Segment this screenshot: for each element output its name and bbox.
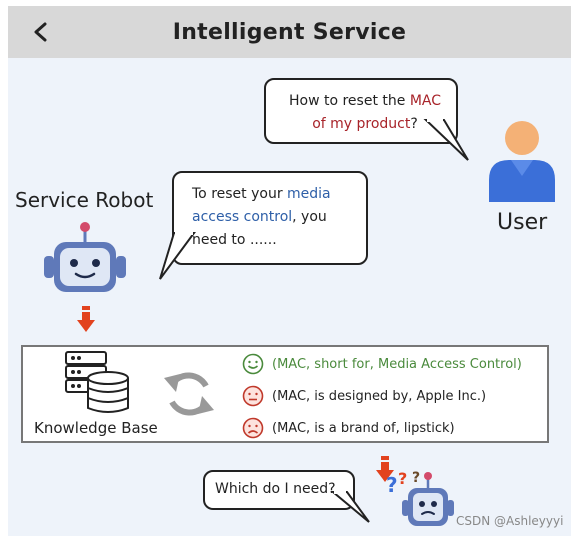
bubble-tail xyxy=(159,231,196,280)
chevron-left-icon xyxy=(34,22,47,42)
question-highlight: MAC xyxy=(409,93,442,109)
page-title: Intelligent Service xyxy=(172,19,407,45)
knowledge-base-label: Knowledge Base xyxy=(34,419,158,437)
triple-neutral: (MAC, is designed by, Apple Inc.) xyxy=(242,385,486,407)
reply-line-3: need to ...... xyxy=(192,232,277,248)
back-button[interactable] xyxy=(24,16,56,48)
happy-face-icon xyxy=(242,353,264,375)
robot-label: Service Robot xyxy=(15,188,154,212)
database-server-icon xyxy=(65,351,129,413)
robot-icon xyxy=(44,222,126,292)
reply-text: To reset your xyxy=(192,186,288,202)
user-label: User xyxy=(497,210,548,235)
confused-question-bubble: Which do I need? xyxy=(203,470,370,523)
question-text: How to reset the xyxy=(288,93,410,109)
user-icon xyxy=(489,121,555,202)
svg-text:?: ? xyxy=(386,473,398,497)
watermark-text: CSDN @Ashleyyyi xyxy=(456,514,564,528)
down-arrow-icon xyxy=(77,306,95,332)
triple-happy: (MAC, short for, Media Access Control) xyxy=(242,353,522,375)
triple-text: (MAC, is a brand of, lipstick) xyxy=(272,420,455,436)
svg-text:?: ? xyxy=(398,470,407,488)
down-arrow-icon xyxy=(376,456,394,482)
knowledge-base-panel xyxy=(21,345,549,443)
confused-robot-icon: ? ? ? xyxy=(386,470,454,526)
triple-text: (MAC, is designed by, Apple Inc.) xyxy=(272,388,487,404)
triple-text: (MAC, short for, Media Access Control) xyxy=(272,356,522,372)
header-bar: Intelligent Service xyxy=(8,6,571,58)
user-question-bubble: How to reset the MAC of my product? xyxy=(264,78,469,161)
confused-text: Which do I need? xyxy=(215,481,336,497)
bubble-tail xyxy=(330,490,370,523)
refresh-cycle-icon xyxy=(164,372,214,416)
svg-text:?: ? xyxy=(412,470,420,486)
sad-face-icon xyxy=(242,417,264,439)
neutral-face-icon xyxy=(242,385,264,407)
reply-mid: , you xyxy=(292,209,327,225)
reply-highlight-2: access control xyxy=(192,209,293,225)
bubble-tail xyxy=(423,118,469,161)
reply-highlight-1: media xyxy=(287,186,331,202)
robot-reply-bubble: To reset your media access control, you … xyxy=(159,171,368,280)
question-highlight-2: of my product xyxy=(312,116,411,132)
triple-sad: (MAC, is a brand of, lipstick) xyxy=(242,417,455,439)
question-end: ? xyxy=(410,116,418,132)
